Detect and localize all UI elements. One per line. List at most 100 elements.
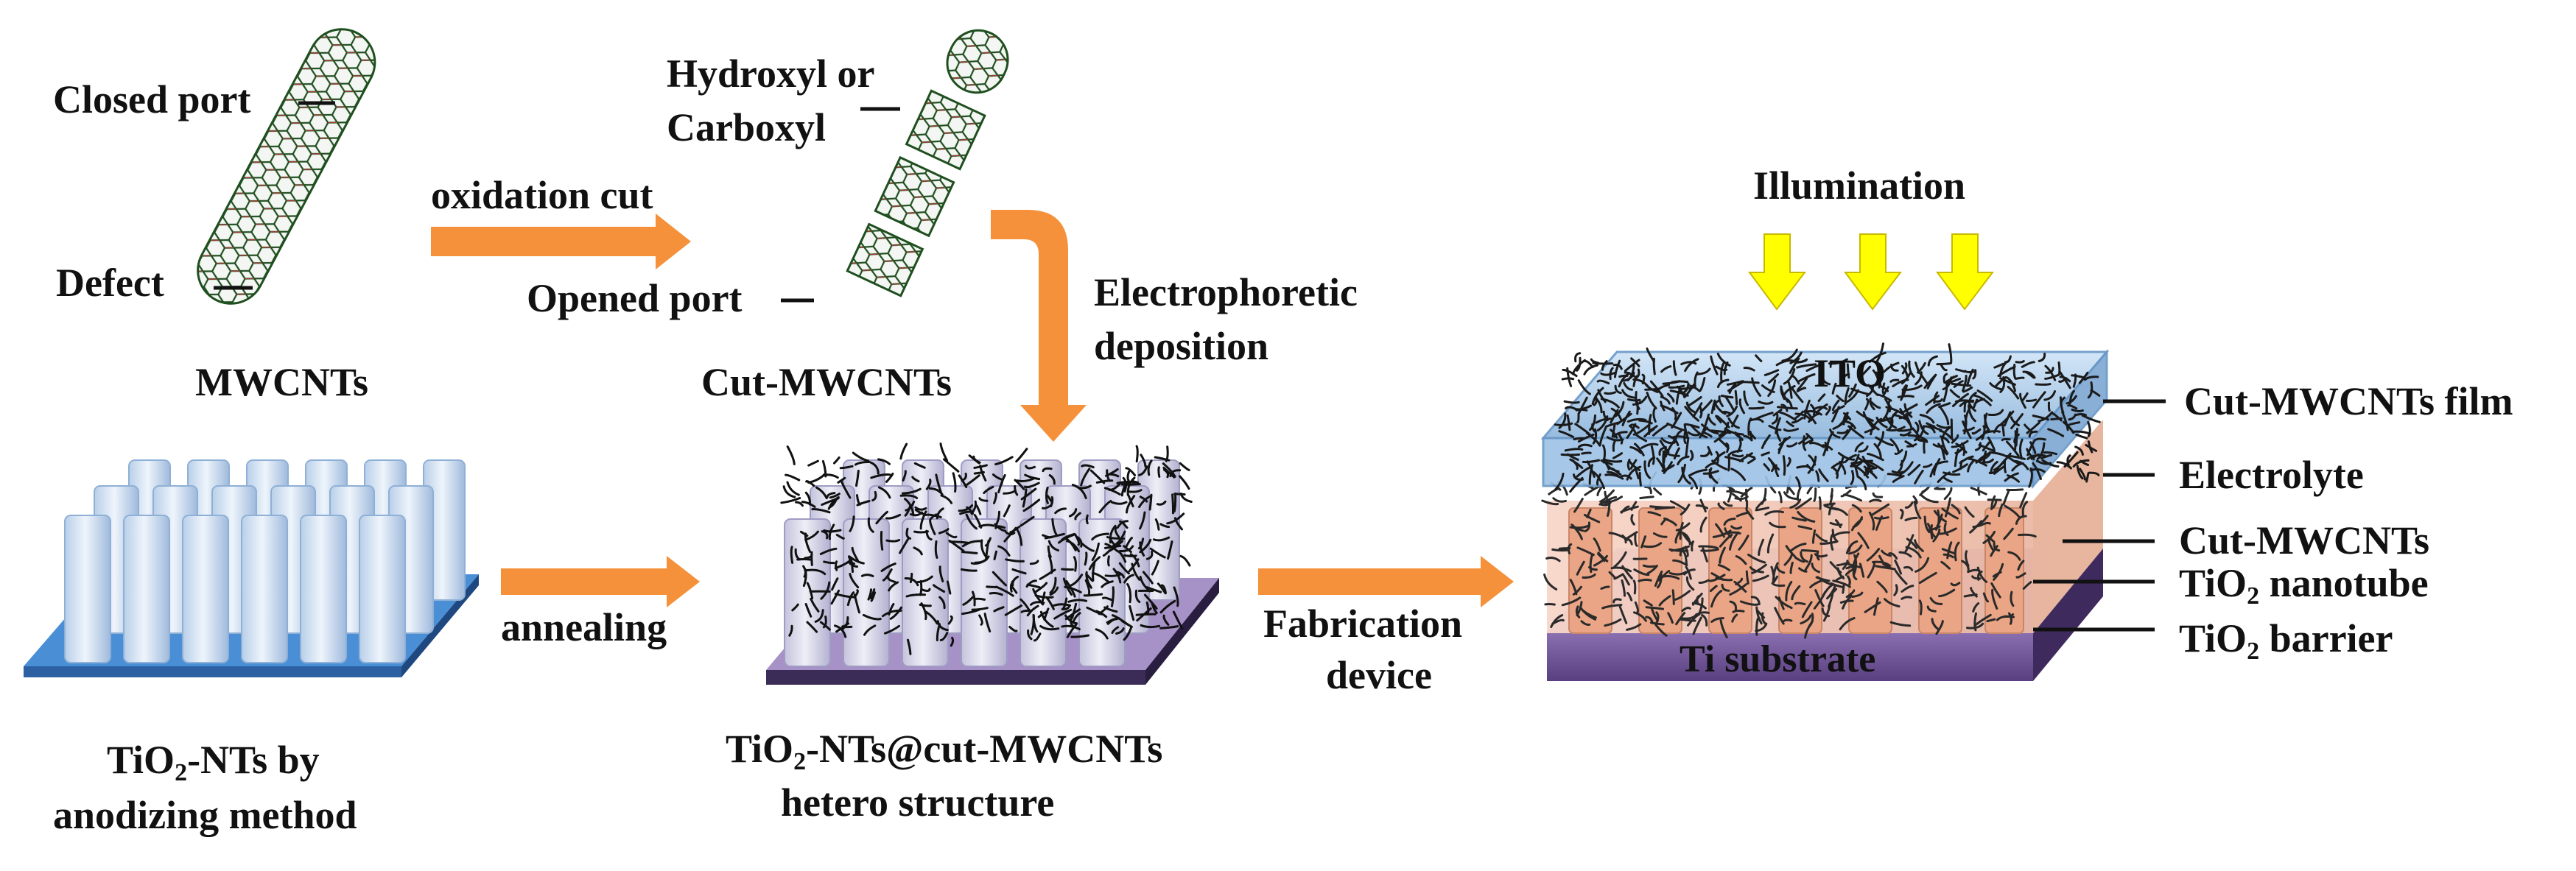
cnt-fragment <box>911 476 920 483</box>
cnt-fragment <box>1940 446 1946 460</box>
cnt-fragment <box>1876 431 1885 448</box>
cnt-fragment <box>1047 545 1052 558</box>
cnt-fragment <box>1890 363 1899 372</box>
cnt-fragment <box>2007 386 2020 400</box>
cnt-fragment <box>1844 454 1857 463</box>
cnt-fragment <box>1690 424 1708 439</box>
cnt-fragment <box>1817 576 1832 585</box>
cnt-fragment <box>1084 579 1091 596</box>
cnt-fragment <box>1954 541 1960 562</box>
cnt-fragment <box>1614 359 1621 378</box>
cnt-fragment <box>2056 461 2072 470</box>
cnt-fragment <box>1179 462 1190 471</box>
cnt-fragment <box>2022 370 2036 379</box>
cnt-fragment <box>2085 472 2090 483</box>
cnt-fragment <box>1915 421 1920 434</box>
cnt-fragment <box>1642 564 1657 568</box>
cnt-fragment <box>2026 398 2038 402</box>
cnt-fragment <box>1981 521 1991 526</box>
cnt-fragment <box>1635 391 1640 410</box>
cnt-fragment <box>973 464 988 469</box>
cnt-fragment <box>1106 536 1126 540</box>
cnt-fragment <box>889 606 902 620</box>
cnt-fragment <box>1011 568 1027 575</box>
cnt-fragment <box>1092 561 1096 582</box>
cnt-fragment <box>1867 560 1876 579</box>
cnt-fragment <box>1720 395 1734 399</box>
cnt-fragment <box>1927 423 1942 431</box>
cnt-fragment <box>833 456 840 465</box>
cnt-fragment <box>984 537 992 547</box>
cnt-fragment <box>1782 618 1793 623</box>
cnt-fragment <box>1139 538 1152 554</box>
cnt-fragment <box>1990 460 1998 474</box>
cnt-fragment <box>1828 358 1848 365</box>
cnt-fragment <box>1580 620 1591 626</box>
cnt-fragment <box>1822 441 1828 456</box>
cnt-fragment <box>1726 405 1738 417</box>
cnt-fragment <box>1783 491 1799 500</box>
cnt-fragment <box>1671 435 1690 440</box>
cnt-fragment <box>1126 582 1132 604</box>
cnt-fragment <box>1668 434 1680 447</box>
cnt-fragment <box>1805 433 1814 440</box>
cnt-fragment <box>1628 460 1640 471</box>
cnt-fragment <box>1061 604 1071 611</box>
cnt-fragment <box>1850 454 1860 467</box>
cnt-fragment <box>1647 511 1662 517</box>
cnt-fragment <box>1721 583 1730 592</box>
cnt-fragment <box>2087 421 2091 437</box>
cnt-fragment <box>2072 373 2077 388</box>
cnt-fragment <box>1569 579 1578 596</box>
cnt-fragment <box>1819 540 1838 545</box>
cnt-fragment <box>1766 533 1775 554</box>
cnt-fragment <box>1692 616 1702 635</box>
cnt-fragment <box>1145 601 1150 616</box>
cnt-fragment <box>852 451 870 462</box>
cnt-fragment <box>1641 373 1646 385</box>
cnt-fragment <box>1137 537 1145 550</box>
cnt-fragment <box>1725 442 1730 454</box>
cnt-fragment <box>1045 494 1053 504</box>
cnt-fragment <box>2001 437 2011 442</box>
cnt-fragment <box>921 588 931 592</box>
cnt-fragment <box>1159 523 1171 529</box>
cnt-fragment <box>1049 576 1057 594</box>
cnt-fragment <box>1598 426 1607 446</box>
cnt-fragment <box>1815 533 1828 543</box>
cnt-fragment <box>1972 602 1980 613</box>
cnt-fragment <box>1882 386 1889 397</box>
cnt-fragment <box>1842 412 1852 420</box>
cnt-fragment <box>1601 360 1608 371</box>
cnt-fragment <box>2028 430 2038 438</box>
cnt-fragment <box>1115 627 1125 635</box>
cnt-fragment <box>1791 417 1804 424</box>
cnt-fragment <box>1866 548 1881 562</box>
cnt-fragment <box>856 494 861 506</box>
cnt-fragment <box>863 624 877 636</box>
cnt-fragment <box>1751 377 1761 397</box>
cnt-fragment <box>1162 614 1170 626</box>
cnt-fragment <box>1953 380 1964 388</box>
cnt-fragment <box>1796 363 1817 369</box>
cnt-fragment <box>885 539 901 543</box>
cnt-fragment <box>1851 504 1862 513</box>
cnt-fragment <box>913 462 926 469</box>
cnt-fragment <box>1710 617 1724 623</box>
cnt-fragment <box>1933 458 1941 476</box>
cnt-fragment <box>1658 575 1680 580</box>
cnt-fragment <box>1575 605 1581 618</box>
cnt-fragment <box>851 546 859 562</box>
cnt-fragment <box>1755 507 1770 512</box>
cnt-fragment <box>1685 401 1696 414</box>
cnt-fragment <box>847 555 856 565</box>
cnt-fragment <box>1083 593 1103 597</box>
cnt-fragment <box>1081 542 1095 552</box>
cnt-fragment <box>1901 364 1909 378</box>
cnt-fragment <box>1684 423 1700 429</box>
cnt-fragment <box>1652 532 1668 538</box>
cnt-fragment <box>1848 383 1857 398</box>
cnt-fragment <box>1683 568 1696 576</box>
cnt-fragment <box>1918 571 1937 585</box>
cnt-fragment <box>1618 372 1631 388</box>
